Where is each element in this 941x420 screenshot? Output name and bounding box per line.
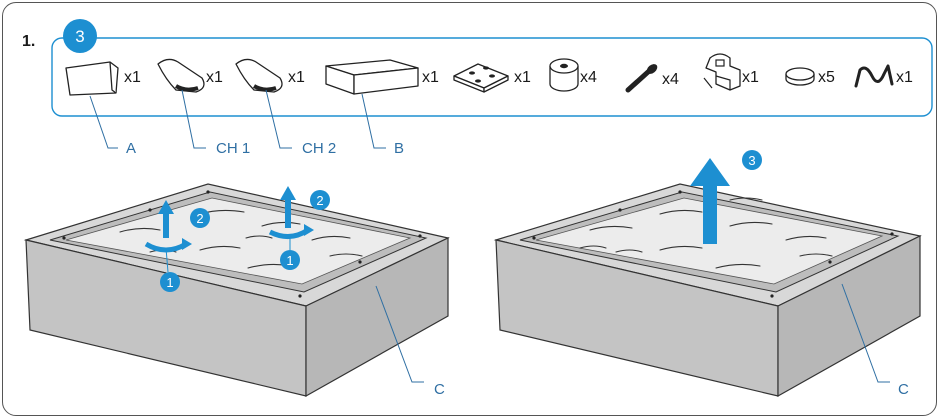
marker-1-left-b: [280, 250, 300, 270]
hook-icon: [854, 64, 894, 88]
step-number: 1.: [22, 33, 35, 50]
marker-3-right-text: 3: [748, 153, 755, 168]
part-qty-clamp: x1: [742, 69, 759, 86]
leader-c-left: [375, 285, 424, 383]
marker-1-left-b-text: 1: [286, 253, 293, 268]
box-b-icon: [325, 59, 419, 95]
screw-icon: [625, 64, 658, 93]
marker-2-left-a: [190, 208, 210, 228]
part-qty-ch1: x1: [206, 69, 223, 86]
box-left: [23, 183, 450, 398]
step-badge: [63, 19, 97, 53]
label-a: A: [126, 140, 136, 157]
lift-arrow-left-1: [158, 200, 174, 238]
label-ch2: CH 2: [302, 140, 336, 157]
part-qty-screw: x4: [662, 71, 679, 88]
marker-1-left-a: [160, 272, 180, 292]
part-qty-disc: x5: [818, 69, 835, 86]
leader-ch1: [181, 89, 206, 149]
clamp-icon: [703, 53, 741, 91]
label-b: B: [394, 140, 404, 157]
leader-ch2: [265, 89, 292, 149]
leader-a: [89, 95, 118, 149]
part-qty-spacer: x4: [580, 69, 597, 86]
label-c-left: C: [434, 381, 445, 398]
step-badge-number: 3: [75, 27, 84, 46]
marker-2-left-b: [310, 190, 330, 210]
part-qty-plate: x1: [514, 69, 531, 86]
leader-c-right: [841, 283, 890, 383]
part-qty-ch2: x1: [288, 69, 305, 86]
cushion-ch2-icon: [235, 58, 283, 93]
diagram-frame: [2, 2, 937, 416]
disc-icon: [785, 67, 815, 86]
marker-3-right: [742, 150, 762, 170]
marker-1-left-a-leader: [165, 247, 169, 273]
lift-arrow-left-2: [280, 186, 296, 228]
part-qty-b: x1: [422, 69, 439, 86]
label-ch1: CH 1: [216, 140, 250, 157]
plate-icon: [453, 63, 509, 93]
marker-2-left-b-text: 2: [316, 193, 323, 208]
part-qty-a: x1: [124, 69, 141, 86]
marker-1-left-a-text: 1: [166, 275, 173, 290]
lift-arrow-right: [690, 158, 730, 244]
cushion-ch1-icon: [157, 58, 205, 93]
part-qty-hook: x1: [896, 69, 913, 86]
marker-2-left-a-text: 2: [196, 211, 203, 226]
spacer-icon: [549, 58, 579, 92]
leader-b: [361, 93, 386, 149]
cover-a-icon: [65, 61, 119, 96]
label-c-right: C: [898, 381, 909, 398]
